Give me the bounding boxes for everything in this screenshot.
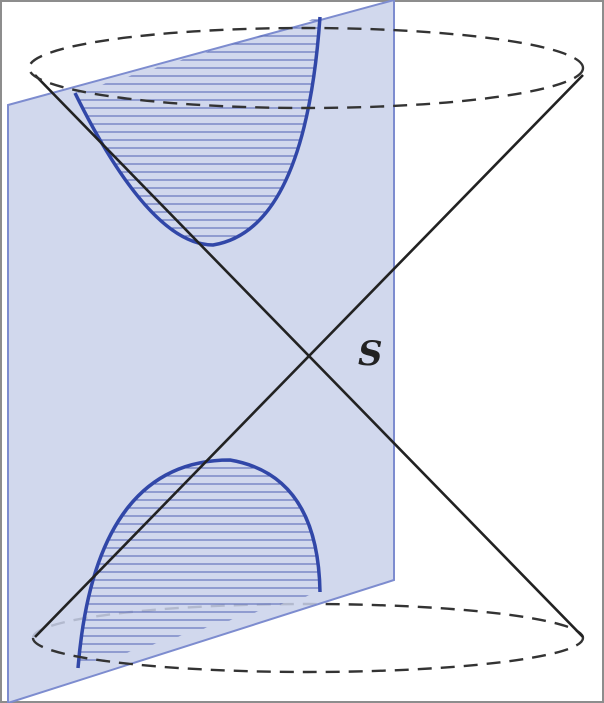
lower-section-hatch [78,460,320,668]
bottom-ellipse-front [31,637,585,674]
top-ellipse [27,26,585,110]
upper-hyperbola-branch [73,16,322,247]
lower-hyperbola-branch [76,458,322,669]
cone-generator-right-top-to-left-bottom [34,74,584,638]
upper-section-hatch [75,17,320,245]
vertex-label-s: S [358,334,383,374]
